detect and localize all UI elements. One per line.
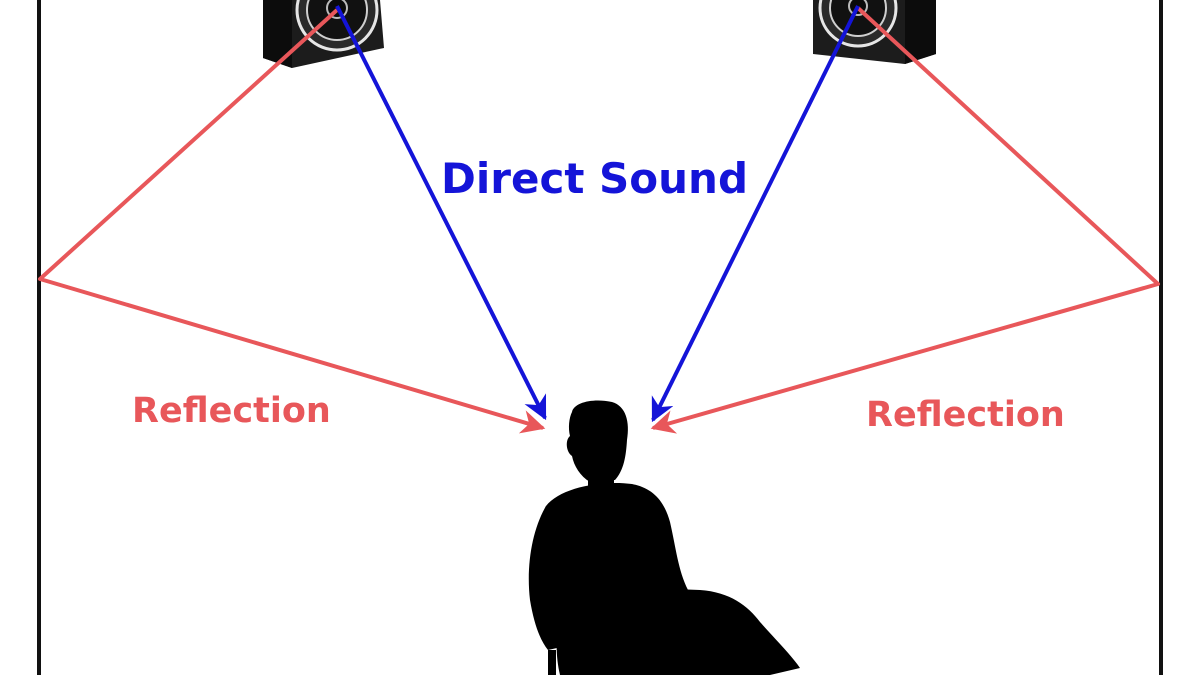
direct-sound-paths: [335, 5, 860, 423]
right-speaker-icon: [813, 0, 936, 64]
reflection-paths: [38, 6, 1160, 434]
reflection-label-left: Reflection: [132, 391, 331, 431]
left-reflection-path: [38, 8, 546, 434]
reflection-label-right: Reflection: [866, 395, 1065, 435]
room-walls: [37, 0, 1163, 675]
left-speaker-icon: [263, 0, 384, 68]
right-reflection-path: [650, 6, 1160, 434]
direct-sound-label: Direct Sound: [441, 154, 749, 203]
left-direct-path: [335, 5, 547, 421]
listener-silhouette: [528, 400, 800, 675]
right-direct-path: [651, 5, 860, 423]
